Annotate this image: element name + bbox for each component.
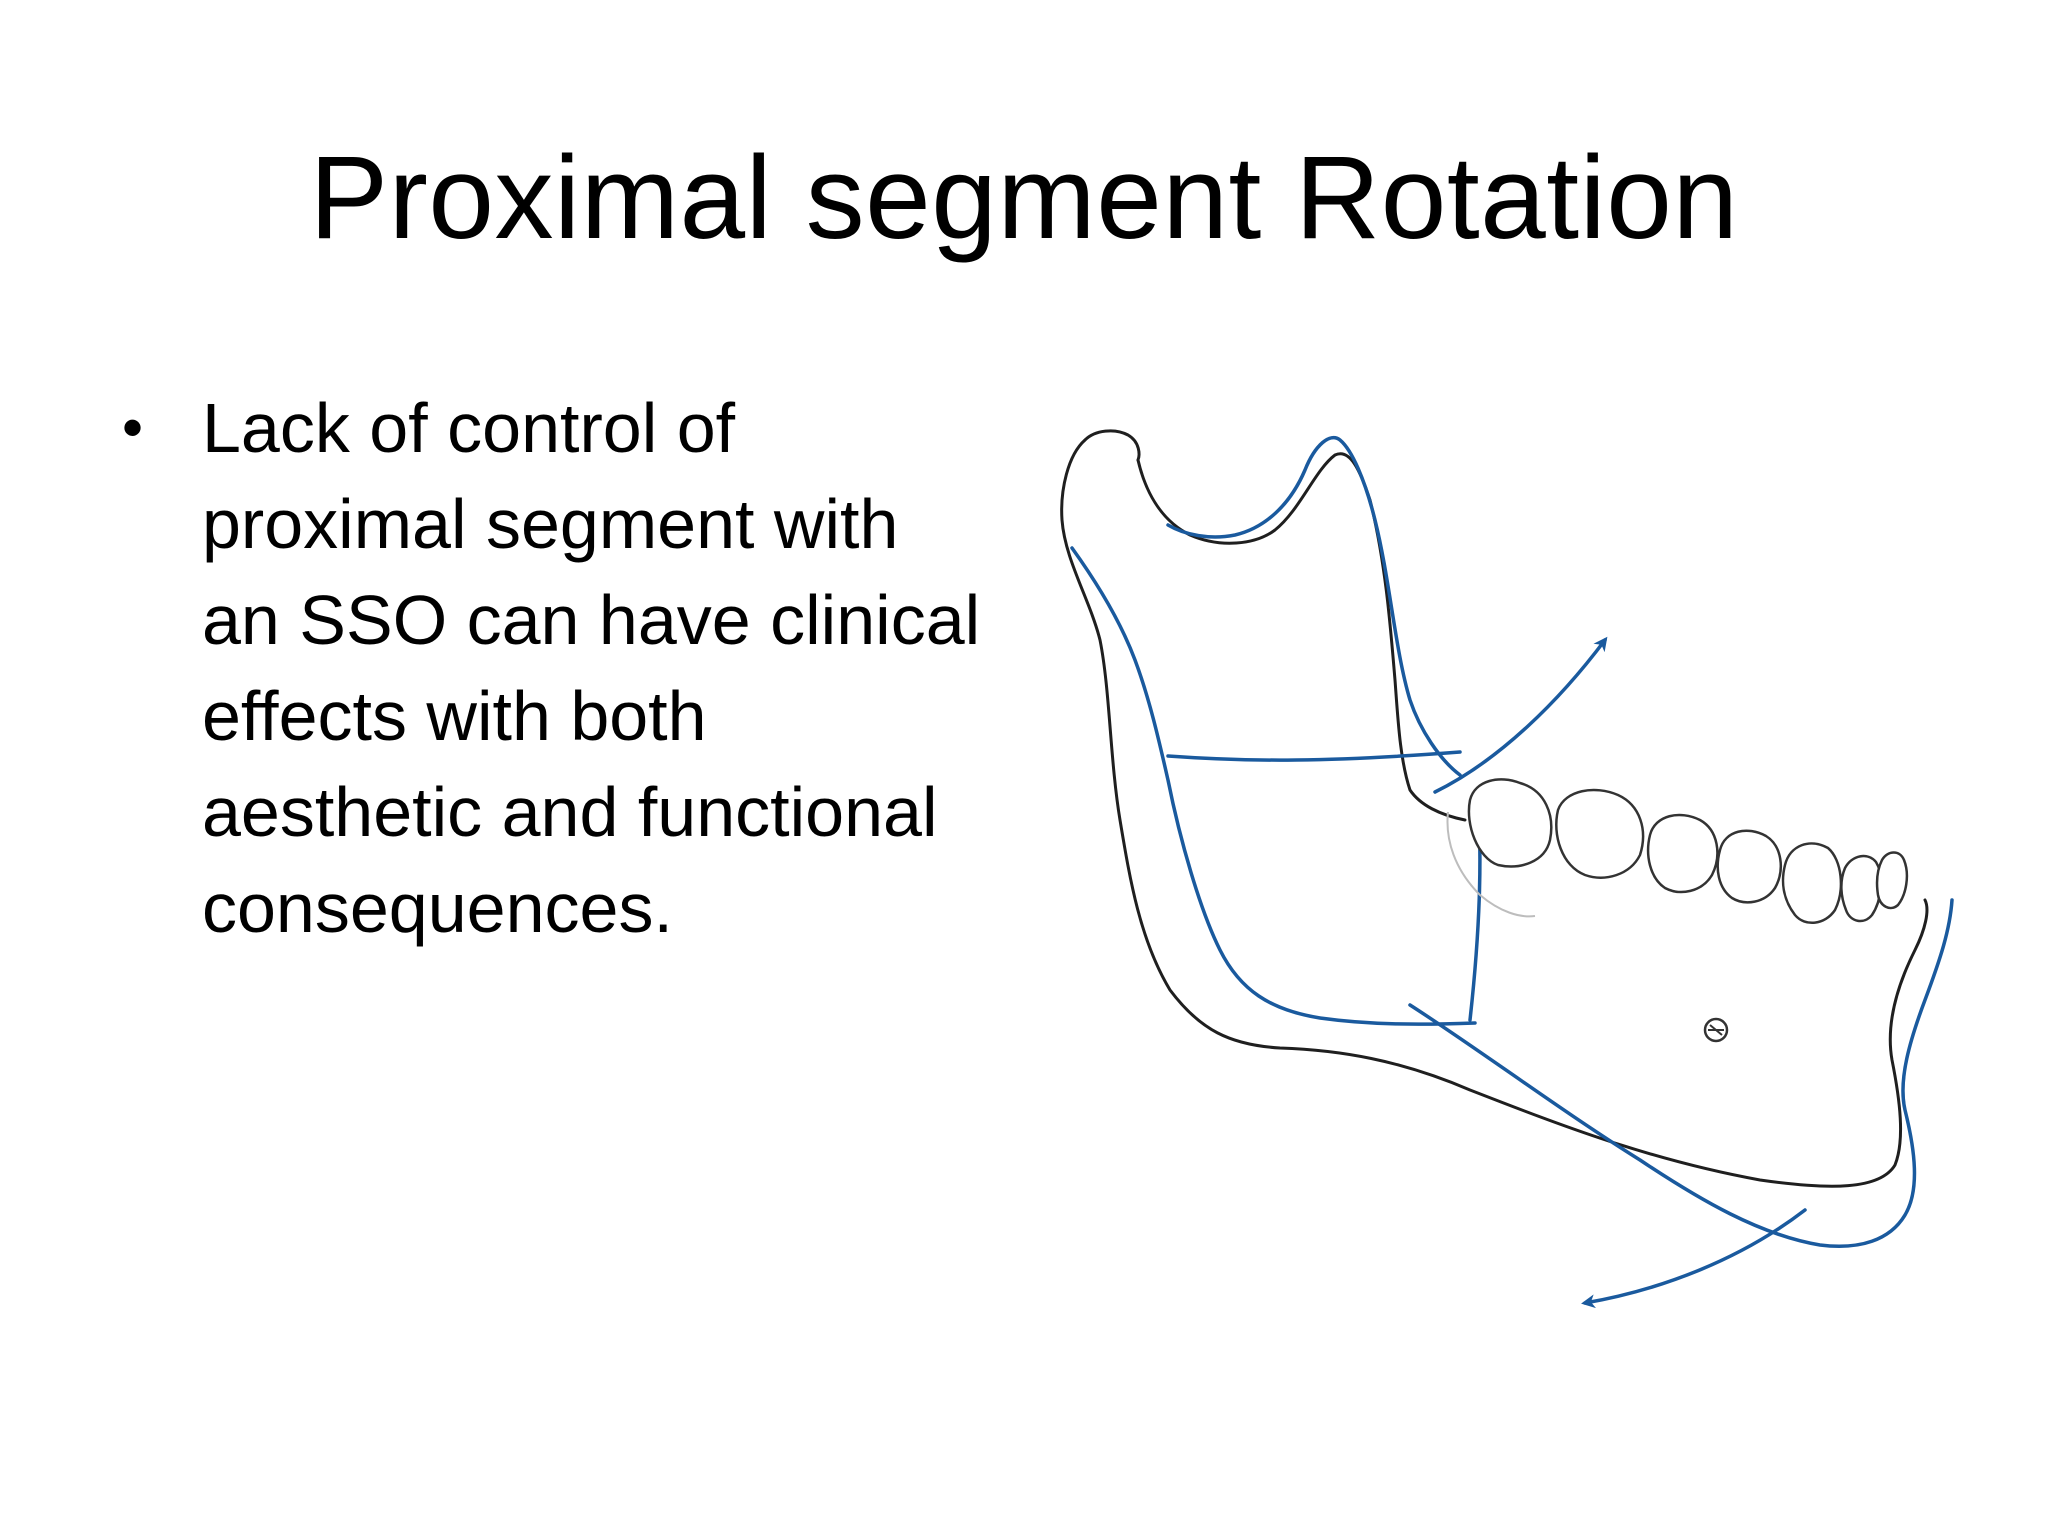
- tooth-molar: [1555, 788, 1645, 879]
- rotation-arrow-up: [1433, 636, 1608, 794]
- bullet-text-line: aesthetic and functional: [202, 773, 938, 851]
- bullet-text-line: effects with both: [202, 677, 707, 755]
- tooth-premolar: [1716, 829, 1783, 904]
- bullet-item: • Lack of control of proximal segment wi…: [122, 380, 1022, 956]
- tooth-molar: [1467, 778, 1553, 868]
- tooth-incisor: [1875, 851, 1909, 910]
- tooth-canine: [1781, 842, 1843, 924]
- bullet-text-line: Lack of control of: [202, 389, 736, 467]
- rotated-segment-outline: [1070, 436, 1477, 1026]
- rotation-arrow-down: [1581, 1208, 1807, 1309]
- screw-icon: [1703, 1017, 1729, 1043]
- bullet-icon: •: [122, 394, 144, 461]
- bullet-text-line: proximal segment with: [202, 485, 899, 563]
- teeth-row: [1467, 778, 1909, 924]
- rotation-arc-guide: [1446, 811, 1536, 918]
- bullet-text-line: consequences.: [202, 869, 673, 947]
- tooth-incisor: [1840, 854, 1883, 923]
- mandible-illustration: [1060, 429, 1954, 1309]
- bullet-list: • Lack of control of proximal segment wi…: [122, 380, 1022, 956]
- slide-title: Proximal segment Rotation: [309, 132, 1739, 264]
- original-ramus-outline: [1083, 429, 1141, 462]
- distal-segment-border: [1408, 898, 1954, 1248]
- osteotomy-horizontal-line: [1166, 750, 1462, 762]
- bullet-text-line: an SSO can have clinical: [202, 581, 981, 659]
- tooth-premolar: [1646, 813, 1719, 894]
